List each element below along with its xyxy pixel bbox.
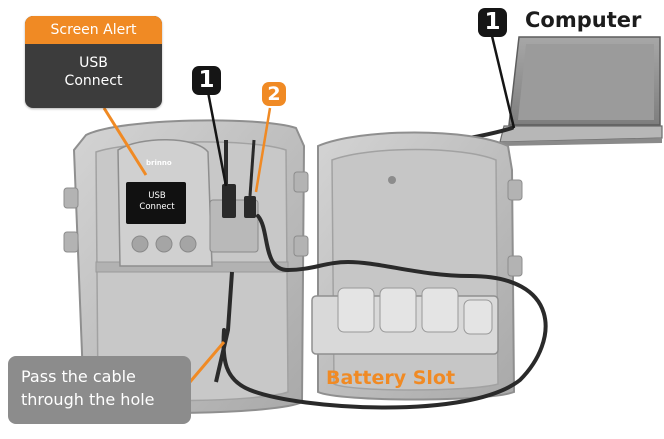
device-screen-text: USB Connect [132,191,182,213]
step-1-computer-callout: 1 [478,8,507,37]
device-brand-logo: brinno [146,159,172,167]
usb-cable-inner [221,214,548,410]
leader-callout-computer [490,35,516,129]
battery-slot [311,287,499,355]
pass-cable-line1: Pass the cable [21,367,136,386]
battery-slot-label: Battery Slot [326,367,456,389]
device-screen-line1: USB [148,191,166,201]
leader-screen-alert [102,107,148,176]
leader-callout2 [254,107,272,193]
leader-callout1 [206,91,228,187]
laptop-icon [499,36,663,146]
camera-back-housing [317,131,523,401]
leader-pass-cable [188,341,226,383]
step-2-port-callout: 2 [262,82,286,106]
step-1-cable-callout: 1 [192,66,221,95]
screen-alert-box: Screen Alert USB Connect [25,16,162,108]
screen-alert-title: Screen Alert [25,16,162,44]
pass-cable-line2: through the hole [21,390,155,409]
screen-alert-line1: USB [79,55,108,71]
screen-alert-message: USB Connect [25,44,162,90]
pass-cable-note: Pass the cable through the hole [8,356,191,424]
computer-label: Computer [525,8,642,32]
screen-alert-line2: Connect [64,73,123,89]
device-screen-line2: Connect [139,202,175,212]
